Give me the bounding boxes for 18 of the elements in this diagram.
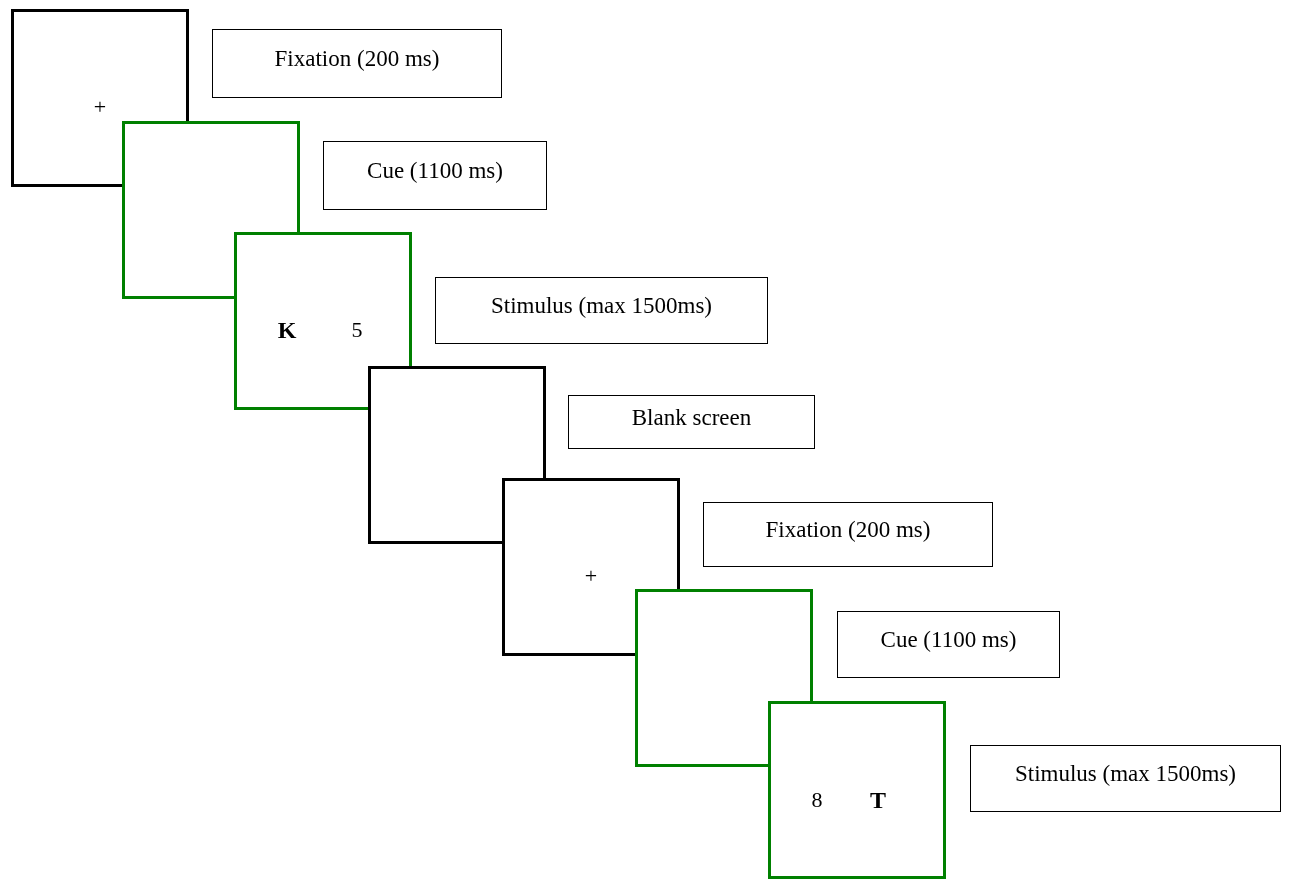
- phase-caption: Blank screen: [568, 395, 815, 449]
- phase-caption: Stimulus (max 1500ms): [435, 277, 768, 344]
- screen-frame: [635, 589, 813, 767]
- fixation-cross: +: [93, 96, 107, 118]
- screen-frame: [502, 478, 680, 656]
- phase-caption: Fixation (200 ms): [212, 29, 502, 98]
- fixation-cross: +: [584, 565, 598, 587]
- phase-caption: Cue (1100 ms): [837, 611, 1060, 678]
- stimulus-character: K: [277, 318, 297, 342]
- phase-caption: Fixation (200 ms): [703, 502, 993, 567]
- screen-frame: [368, 366, 546, 544]
- screen-frame: [768, 701, 946, 879]
- phase-caption: Cue (1100 ms): [323, 141, 547, 210]
- stimulus-character: T: [870, 788, 886, 812]
- phase-caption: Stimulus (max 1500ms): [970, 745, 1281, 812]
- stimulus-character: 5: [351, 319, 363, 341]
- screen-frame: [234, 232, 412, 410]
- stimulus-character: 8: [811, 789, 823, 811]
